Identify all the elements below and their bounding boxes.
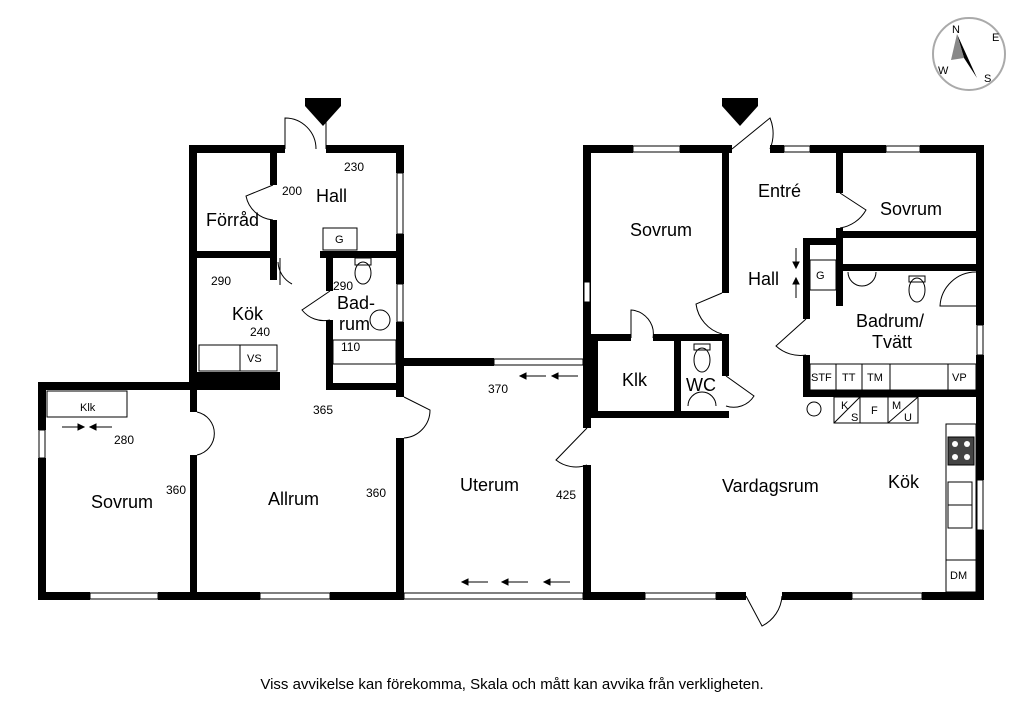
room-hall-left: Hall <box>316 186 347 206</box>
room-badrum-left-1: Bad- <box>337 293 375 313</box>
label-g-right: G <box>816 270 825 282</box>
fixture-labels: G G VS Klk STF TT TM VP K S F M U DM <box>80 234 967 582</box>
shower-left <box>332 339 397 365</box>
toilet-left <box>354 261 372 285</box>
label-g-left: G <box>335 234 344 246</box>
label-dm: DM <box>950 570 967 582</box>
label-klk-left: Klk <box>80 402 96 414</box>
dim-110: 110 <box>341 340 360 354</box>
room-forrad: Förråd <box>206 210 259 230</box>
windows <box>38 145 984 600</box>
entrance-arrow-right <box>722 98 758 126</box>
label-k: K <box>841 400 849 412</box>
disclaimer-text: Viss avvikelse kan förekomma, Skala och … <box>260 676 764 693</box>
dim-280: 280 <box>114 433 134 447</box>
label-tt: TT <box>842 372 856 384</box>
room-sovrum-mid: Sovrum <box>630 220 692 240</box>
compass-e: E <box>992 32 999 44</box>
dim-240: 240 <box>250 325 270 339</box>
room-sovrum-left: Sovrum <box>91 492 153 512</box>
dim-290-bad: 290 <box>333 279 353 293</box>
compass-n: N <box>952 24 960 36</box>
label-f: F <box>871 405 878 417</box>
sliding-door-arrows <box>62 248 800 586</box>
toilet-right <box>908 277 926 303</box>
label-m: M <box>892 400 901 412</box>
dim-370: 370 <box>488 382 508 396</box>
left-building-walls <box>38 145 494 600</box>
room-entre: Entré <box>758 181 801 201</box>
room-sovrum-right: Sovrum <box>880 199 942 219</box>
label-vs: VS <box>247 353 262 365</box>
g-box-right <box>809 259 837 291</box>
g-box-left <box>322 227 358 251</box>
room-klk-right: Klk <box>622 370 648 390</box>
dimension-labels: 200 230 290 290 240 110 365 370 280 360 … <box>114 160 576 502</box>
sink-wc <box>687 391 717 407</box>
kitchen-counter-right <box>945 423 977 593</box>
floor-drain <box>806 401 822 417</box>
fixtures <box>46 227 977 593</box>
sink-right <box>847 271 877 287</box>
toilet-wc <box>693 347 711 373</box>
entrance-arrows <box>305 98 758 126</box>
compass-w: W <box>938 65 949 77</box>
shower-right <box>939 271 977 307</box>
sink-left <box>369 309 391 331</box>
dim-360-allrum: 360 <box>366 486 386 500</box>
room-labels: Förråd Hall Kök Bad- rum Sovrum Allrum U… <box>91 181 942 512</box>
room-allrum: Allrum <box>268 489 319 509</box>
room-uterum: Uterum <box>460 475 519 495</box>
dim-360-sovrum: 360 <box>166 483 186 497</box>
entrance-arrow-left <box>305 98 341 126</box>
door-swings <box>196 117 867 627</box>
room-hall-right: Hall <box>748 269 779 289</box>
klk-box-left <box>46 390 128 418</box>
dim-200: 200 <box>282 184 302 198</box>
room-kok-right: Kök <box>888 472 920 492</box>
dim-230: 230 <box>344 160 364 174</box>
room-kok-left: Kök <box>232 304 264 324</box>
label-tm: TM <box>867 372 883 384</box>
label-vp: VP <box>952 372 967 384</box>
label-u: U <box>904 412 912 424</box>
label-stf: STF <box>811 372 832 384</box>
label-s: S <box>851 412 858 424</box>
room-wc: WC <box>686 375 716 395</box>
room-badrum-right-2: Tvätt <box>872 332 912 352</box>
room-vardagsrum: Vardagsrum <box>722 476 819 496</box>
room-badrum-right-1: Badrum/ <box>856 311 924 331</box>
compass: N E S W <box>932 17 1006 91</box>
dim-290-kok: 290 <box>211 274 231 288</box>
room-badrum-left-2: rum <box>339 314 370 334</box>
dim-425: 425 <box>556 488 576 502</box>
kitchen-counter-left <box>198 344 278 372</box>
compass-s: S <box>984 73 991 85</box>
dim-365: 365 <box>313 403 333 417</box>
stove-burners <box>952 441 970 460</box>
